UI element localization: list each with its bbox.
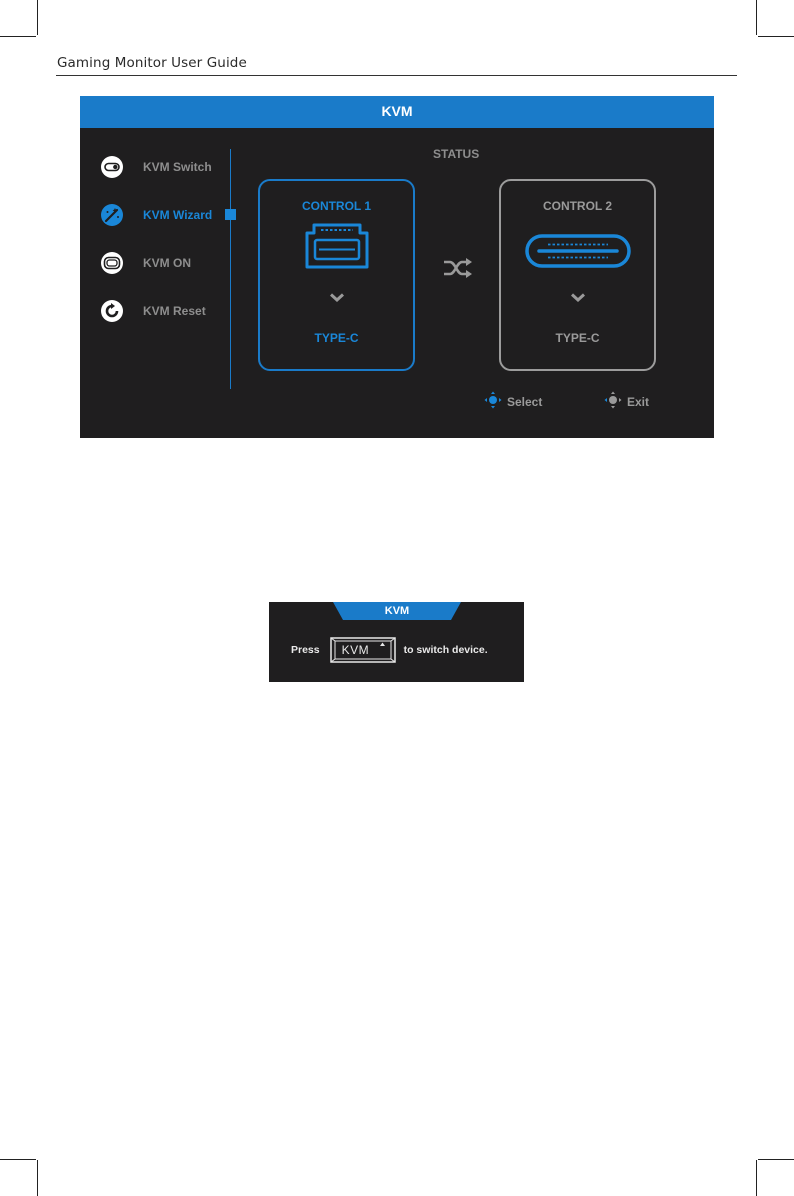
menu-item-label: KVM Switch	[143, 160, 212, 174]
chevron-down-icon	[501, 293, 654, 302]
menu-item-label: KVM Wizard	[143, 208, 212, 222]
menu-item-kvm-on[interactable]: KVM ON	[100, 250, 191, 276]
reset-icon	[100, 299, 124, 323]
usb-a-port-icon	[260, 221, 413, 273]
joystick-exit-icon	[604, 391, 622, 412]
menu-item-label: KVM ON	[143, 256, 191, 270]
control-1-card[interactable]: CONTROL 1 TYPE-C	[258, 179, 415, 371]
menu-divider	[230, 149, 231, 389]
crop-mark	[37, 0, 38, 35]
crop-mark	[0, 36, 36, 37]
selection-marker	[225, 209, 236, 220]
hint-label: Select	[507, 395, 542, 409]
shuffle-icon	[443, 257, 473, 284]
osd-title: KVM	[80, 96, 714, 128]
control-type: TYPE-C	[260, 331, 413, 345]
key-label: KVM	[342, 643, 370, 657]
menu-item-kvm-reset[interactable]: KVM Reset	[100, 298, 206, 324]
crop-mark	[758, 1159, 794, 1160]
crop-mark	[756, 1160, 757, 1196]
switch-device-text: to switch device.	[404, 644, 488, 656]
kvm-osd-panel: KVM KVM Switch KVM Wizard	[80, 96, 714, 438]
popup-title: KVM	[333, 602, 461, 620]
menu-item-kvm-wizard[interactable]: KVM Wizard	[100, 202, 212, 228]
select-hint: Select	[484, 391, 542, 412]
control-title: CONTROL 2	[501, 199, 654, 213]
page-header: Gaming Monitor User Guide	[57, 55, 247, 71]
crop-mark	[0, 1159, 36, 1160]
wizard-wand-icon	[100, 203, 124, 227]
crop-mark	[758, 36, 794, 37]
kvm-key-icon: KVM	[330, 637, 396, 663]
toggle-switch-icon	[100, 155, 124, 179]
kvm-popup: KVM Press KVM to switch device.	[269, 602, 524, 682]
usb-c-port-icon	[501, 233, 654, 269]
chevron-down-icon	[260, 293, 413, 302]
control-2-card[interactable]: CONTROL 2 TYPE-C	[499, 179, 656, 371]
hint-label: Exit	[627, 395, 649, 409]
crop-mark	[37, 1160, 38, 1196]
menu-item-kvm-switch[interactable]: KVM Switch	[100, 154, 212, 180]
joystick-select-icon	[484, 391, 502, 412]
menu-item-label: KVM Reset	[143, 304, 206, 318]
crop-mark	[756, 0, 757, 35]
status-heading: STATUS	[433, 147, 479, 161]
press-text: Press	[291, 644, 320, 656]
popup-message: Press KVM to switch device.	[291, 637, 488, 663]
control-type: TYPE-C	[501, 331, 654, 345]
header-rule	[56, 75, 737, 76]
exit-hint: Exit	[604, 391, 649, 412]
kvm-on-icon	[100, 251, 124, 275]
control-title: CONTROL 1	[260, 199, 413, 213]
